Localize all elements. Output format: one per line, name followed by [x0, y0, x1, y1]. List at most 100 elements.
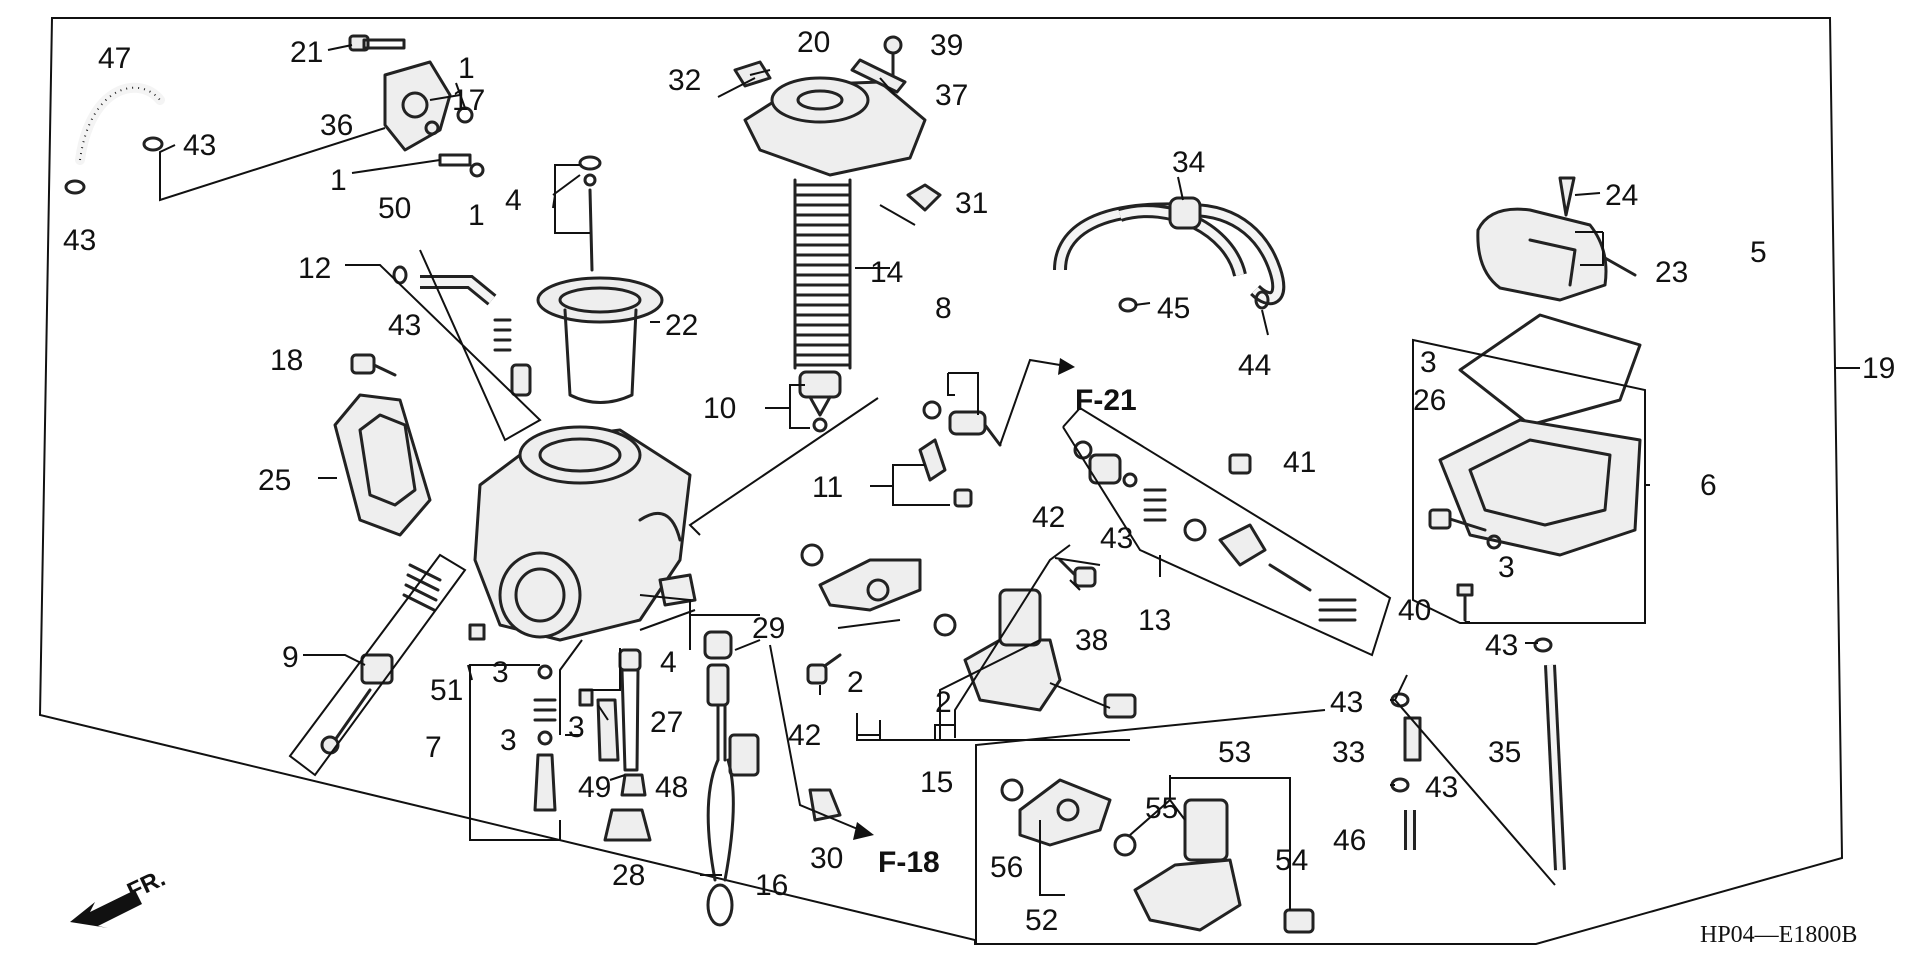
front-arrow-icon	[70, 890, 142, 928]
f18-arrow-icon	[853, 822, 874, 840]
callout-7: 7	[425, 731, 442, 764]
screw-11	[953, 488, 973, 508]
callout-39: 39	[930, 29, 963, 62]
callout-56: 56	[990, 851, 1023, 884]
screw-18	[350, 353, 397, 377]
callout-55: 55	[1145, 792, 1178, 825]
callout-12: 12	[298, 252, 331, 285]
callout-43: 43	[1485, 629, 1518, 662]
callout-1: 1	[458, 52, 475, 85]
link-52	[1018, 778, 1112, 847]
joint-33	[1403, 716, 1422, 762]
callout-4: 4	[505, 184, 522, 217]
callout-29: 29	[752, 612, 785, 645]
callout-41: 41	[1283, 446, 1316, 479]
jet-group-7	[533, 664, 557, 812]
callout-46: 46	[1333, 824, 1366, 857]
callout-28: 28	[612, 859, 645, 892]
oring-1	[469, 162, 485, 178]
f21-arrow-icon	[1058, 358, 1075, 375]
check-valve-50	[438, 153, 472, 167]
callout-4: 4	[660, 646, 677, 679]
washer-3-chamber	[1486, 534, 1502, 550]
hose-12	[392, 265, 532, 397]
jet-48	[620, 773, 647, 797]
callout-30: 30	[810, 842, 843, 875]
clip-43-a	[142, 136, 164, 152]
callout-3: 3	[1420, 346, 1437, 379]
callout-44: 44	[1238, 349, 1271, 382]
callout-3: 3	[500, 724, 517, 757]
clip-44	[1254, 290, 1270, 310]
screw-set-9	[320, 563, 442, 755]
callout-14: 14	[870, 256, 903, 289]
leader-lines	[159, 44, 1860, 944]
jet-needle-4	[578, 155, 602, 272]
callout-43: 43	[1100, 522, 1133, 555]
washer-2-b	[933, 613, 957, 637]
callout-33: 33	[1332, 736, 1365, 769]
f18-arrow-line	[769, 644, 861, 831]
sensor-53	[1133, 798, 1242, 932]
callout-20: 20	[797, 26, 830, 59]
callout-8: 8	[935, 292, 952, 325]
bracket-37	[850, 58, 907, 94]
callout-13: 13	[1138, 604, 1171, 637]
top-cover-20	[743, 76, 927, 177]
callout-40: 40	[1398, 594, 1431, 627]
callout-18: 18	[270, 344, 303, 377]
link-2	[818, 558, 922, 612]
callout-50: 50	[378, 192, 411, 225]
callout-16: 16	[755, 869, 788, 902]
callout-15: 15	[920, 766, 953, 799]
hose-47	[75, 82, 165, 165]
callout-31: 31	[955, 187, 988, 220]
float-valve-24	[1558, 176, 1576, 217]
spring-14	[793, 178, 852, 370]
vent-hose-34	[1053, 196, 1286, 306]
callout-48: 48	[655, 771, 688, 804]
callout-17: 17	[452, 84, 485, 117]
screw-42-a	[1058, 558, 1097, 588]
callout-22: 22	[665, 309, 698, 342]
screw-39	[883, 35, 903, 77]
callout-21: 21	[290, 36, 323, 69]
vacuum-piston-22	[536, 276, 664, 404]
callout-47: 47	[98, 42, 131, 75]
callout-49: 49	[578, 771, 611, 804]
callout-2: 2	[847, 666, 864, 699]
clip-43-c	[1533, 637, 1553, 653]
carburetor-body	[473, 425, 697, 642]
harness-16	[706, 663, 760, 927]
callout-19: 19	[1862, 352, 1895, 385]
callout-43: 43	[63, 224, 96, 257]
callout-54: 54	[1275, 844, 1308, 877]
callout-53: 53	[1218, 736, 1251, 769]
callout-10: 10	[703, 392, 736, 425]
callout-43: 43	[183, 129, 216, 162]
callout-6: 6	[1700, 469, 1717, 502]
bolt-54	[1283, 908, 1315, 934]
callout-27: 27	[650, 706, 683, 739]
callout-labels: 1 1 1 1 2 2 2 3 3 3 3 3 4 4 5 6 7 8 9 10…	[63, 26, 1895, 937]
callout-43: 43	[1425, 771, 1458, 804]
float-chamber-6	[1438, 418, 1642, 557]
screw-41	[1228, 453, 1252, 475]
gasket-26	[1458, 313, 1642, 427]
screw-42-b	[806, 653, 842, 685]
callout-26: 26	[1413, 384, 1446, 417]
callout-42: 42	[1032, 501, 1065, 534]
callout-1: 1	[330, 164, 347, 197]
callout-35: 35	[1488, 736, 1521, 769]
callout-2: 2	[935, 686, 952, 719]
callout-9: 9	[282, 641, 299, 674]
callout-34: 34	[1172, 146, 1205, 179]
washer-56	[1000, 778, 1024, 802]
cover-25	[333, 393, 432, 537]
jet-28	[603, 808, 652, 842]
jet-3	[578, 688, 594, 707]
callout-37: 37	[935, 79, 968, 112]
clamp-31	[906, 183, 942, 212]
callout-24: 24	[1605, 179, 1638, 212]
needle-jet-27	[618, 648, 642, 772]
